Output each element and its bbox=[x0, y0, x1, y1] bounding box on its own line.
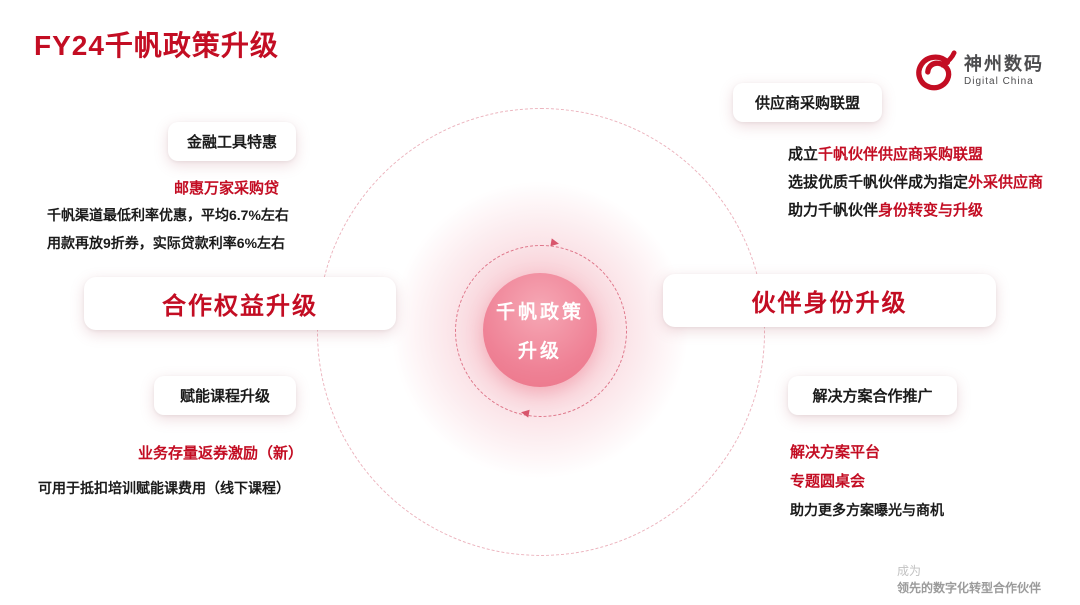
supplier-detail-line3: 助力千帆伙伴身份转变与升级 bbox=[788, 197, 1043, 225]
line2-red: 外采供应商 bbox=[968, 174, 1044, 191]
empowerment-course-card: 赋能课程升级 bbox=[154, 376, 296, 415]
logo-subtitle: Digital China bbox=[964, 76, 1034, 88]
inner-dashed-ring bbox=[455, 245, 627, 417]
financial-detail-line1: 千帆渠道最低利率优惠，平均6.7%左右 bbox=[47, 207, 289, 223]
center-circle: 千帆政策 升级 bbox=[483, 273, 597, 387]
digital-china-swirl-icon bbox=[916, 50, 957, 91]
center-title-line2: 升级 bbox=[517, 341, 562, 362]
exposure-line: 助力更多方案曝光与商机 bbox=[790, 502, 944, 518]
logo-text: 神州数码 Digital China bbox=[964, 53, 1044, 88]
line1-black: 成立 bbox=[788, 146, 819, 163]
outer-dashed-circle bbox=[317, 108, 765, 556]
clockwise-arrow-top-icon bbox=[550, 238, 560, 248]
roundtable-label: 专题圆桌会 bbox=[790, 473, 866, 490]
financial-tools-card: 金融工具特惠 bbox=[168, 122, 296, 161]
solution-promotion-card: 解决方案合作推广 bbox=[788, 376, 957, 415]
supplier-detail-line1: 成立千帆伙伴供应商采购联盟 bbox=[788, 141, 1043, 169]
supplier-detail-line2: 选拔优质千帆伙伴成为指定外采供应商 bbox=[788, 169, 1043, 197]
footer: 成为 领先的数字化转型合作伙伴 bbox=[897, 563, 1041, 597]
center-title-line1: 千帆政策 bbox=[495, 302, 584, 323]
course-fee-line: 可用于抵扣培训赋能课费用（线下课程） bbox=[38, 480, 290, 496]
clockwise-arrow-bottom-icon bbox=[520, 408, 530, 418]
solution-platform-label: 解决方案平台 bbox=[790, 444, 881, 461]
supplier-detail-lines: 成立千帆伙伴供应商采购联盟 选拔优质千帆伙伴成为指定外采供应商 助力千帆伙伴身份… bbox=[788, 141, 1043, 225]
line3-black: 助力千帆伙伴 bbox=[788, 202, 879, 219]
footer-line2: 领先的数字化转型合作伙伴 bbox=[897, 581, 1042, 595]
financial-detail-line2: 用款再放9折券，实际贷款利率6%左右 bbox=[47, 235, 286, 251]
slide-title: FY24千帆政策升级 bbox=[34, 30, 279, 61]
partner-identity-card: 伙伴身份升级 bbox=[663, 274, 996, 327]
logo-brand-name: 神州数码 bbox=[964, 53, 1044, 74]
footer-line1: 成为 bbox=[897, 564, 922, 578]
supplier-alliance-card: 供应商采购联盟 bbox=[733, 83, 882, 122]
digital-china-logo: 神州数码 Digital China bbox=[911, 48, 1044, 94]
line1-red: 千帆伙伴供应商采购联盟 bbox=[818, 146, 984, 163]
line3-red: 身份转变与升级 bbox=[878, 202, 984, 219]
voucher-incentive-label: 业务存量返券激励（新） bbox=[138, 445, 304, 462]
procurement-loan-label: 邮惠万家采购贷 bbox=[174, 180, 280, 197]
cooperation-rights-card: 合作权益升级 bbox=[84, 277, 396, 330]
line2-black: 选拔优质千帆伙伴成为指定 bbox=[788, 174, 969, 191]
financial-detail-lines: 千帆渠道最低利率优惠，平均6.7%左右 用款再放9折券，实际贷款利率6%左右 bbox=[47, 201, 289, 257]
